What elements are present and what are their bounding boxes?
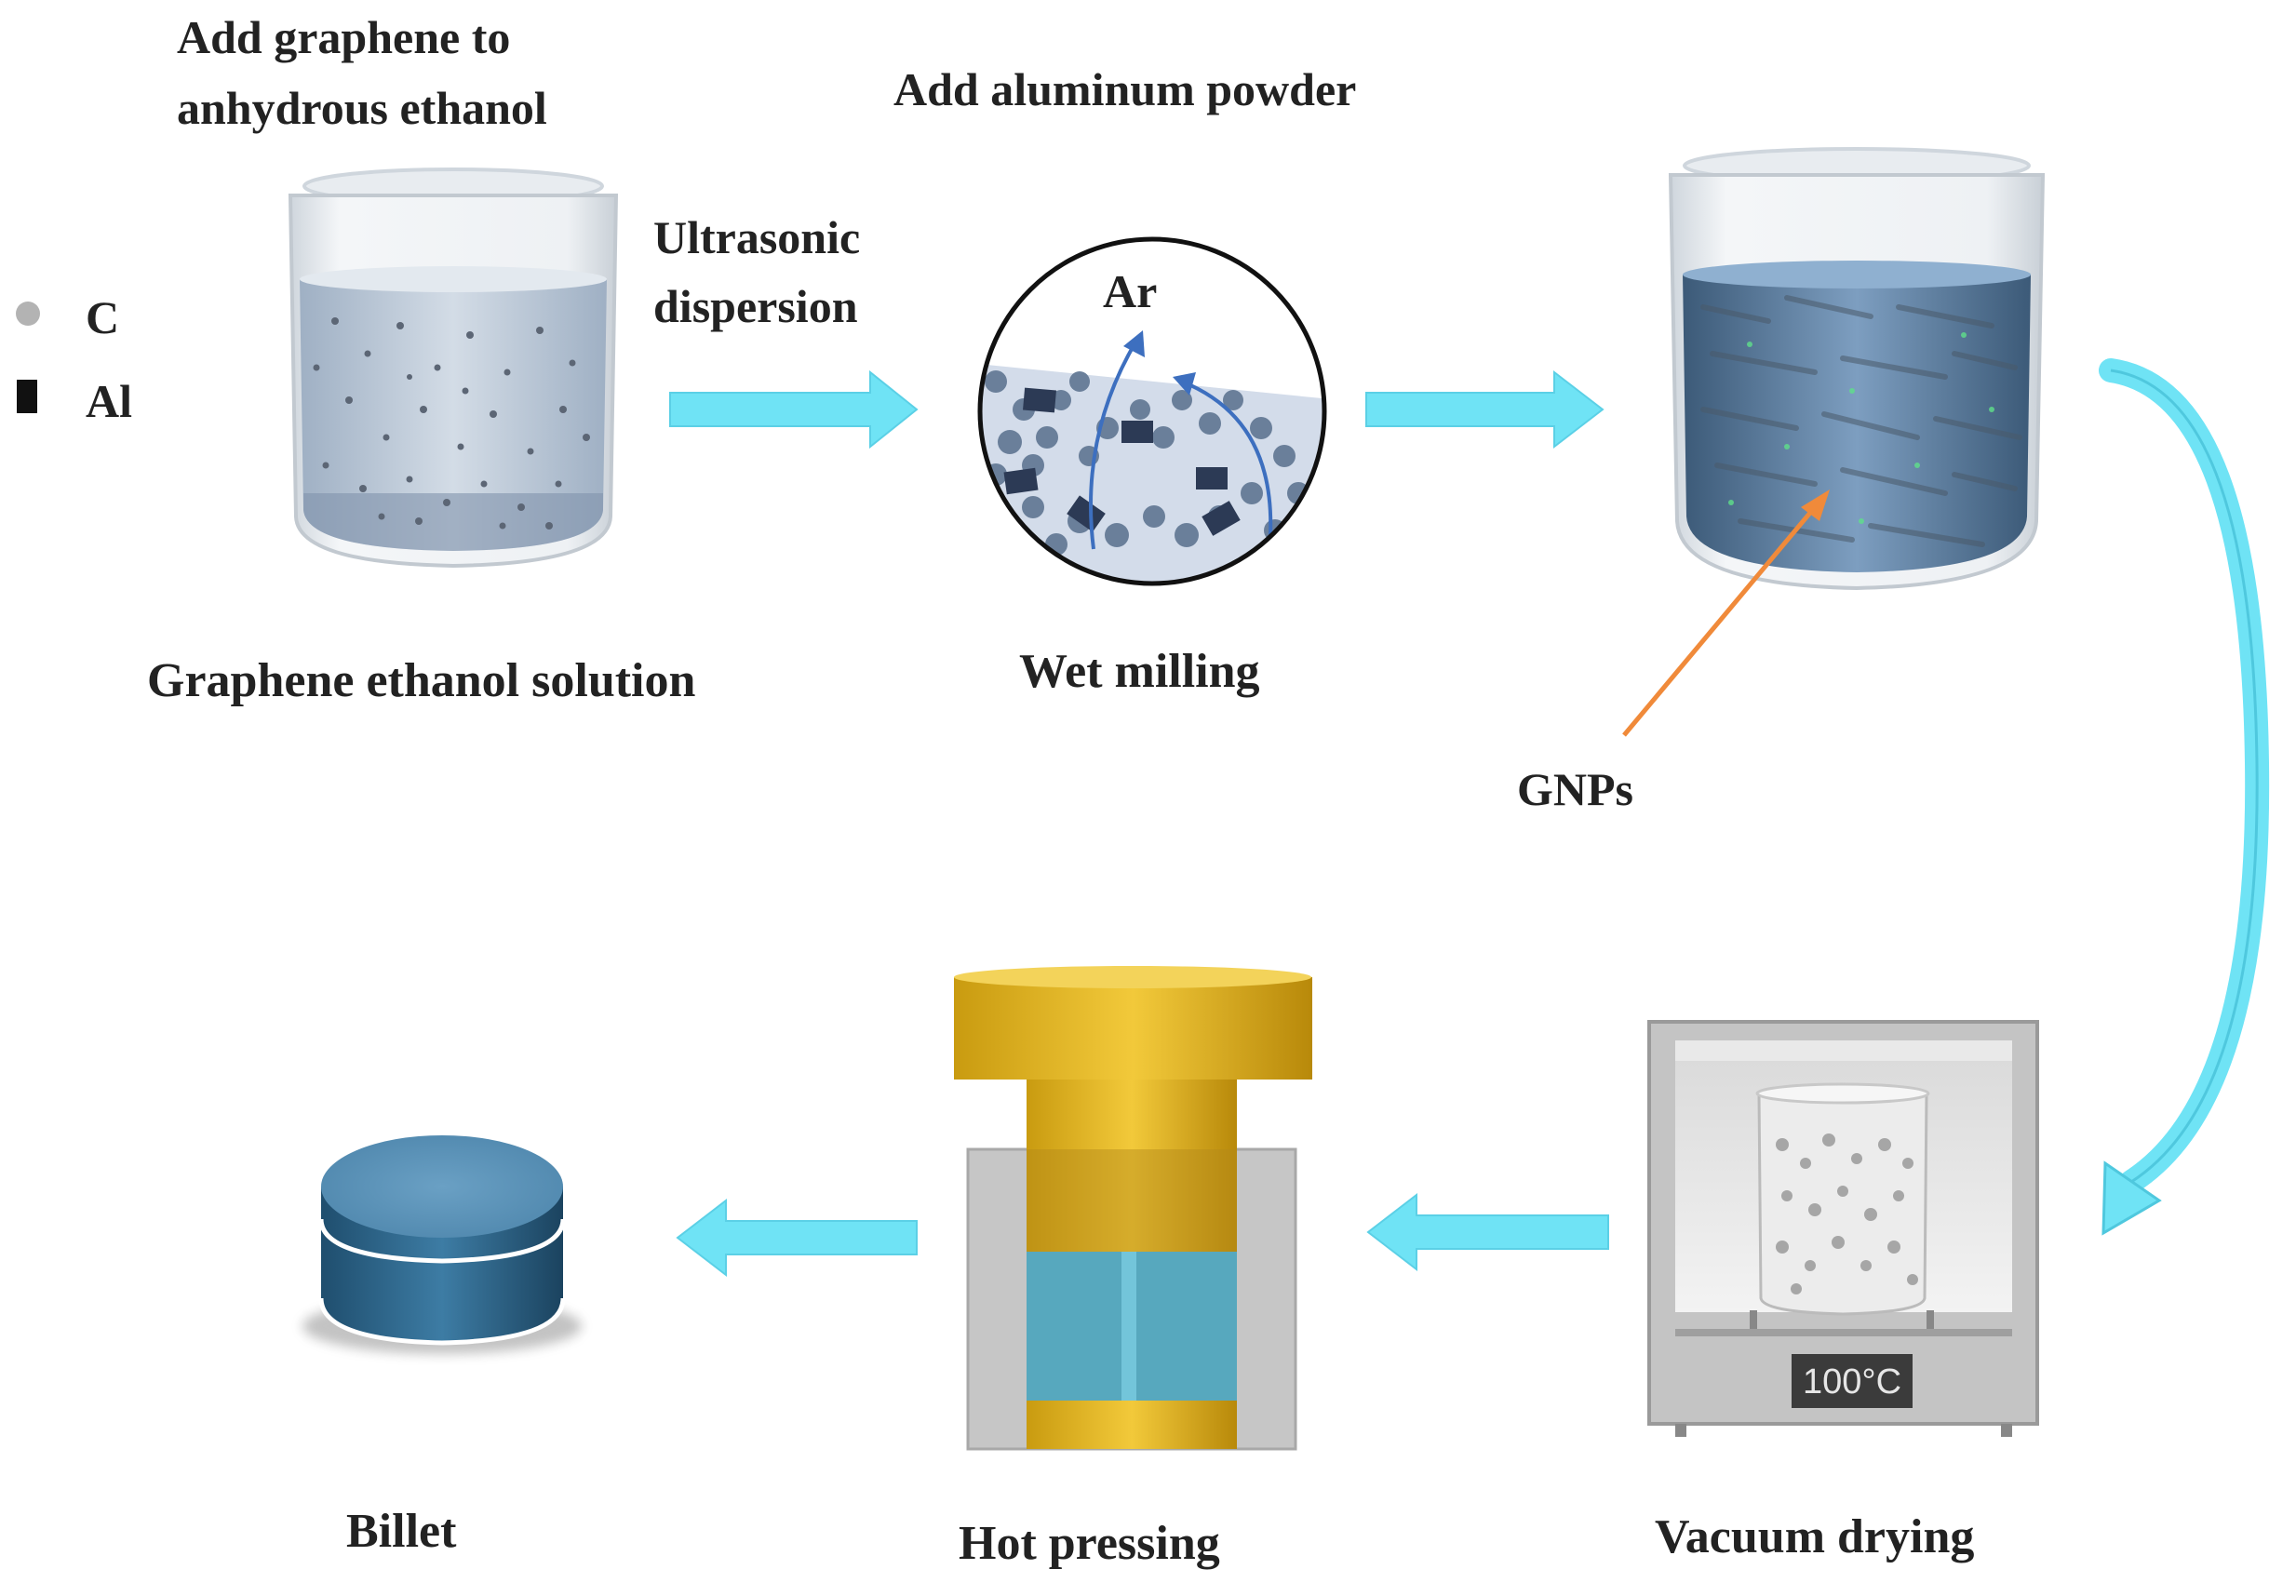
oven-temperature: 100°C [1803, 1362, 1901, 1402]
gnp-flakes [1700, 295, 2022, 547]
legend-aluminum-label: Al [86, 375, 132, 427]
legend-carbon-label: C [86, 291, 119, 343]
oven-display [1792, 1354, 1913, 1408]
aluminum-particles [1003, 387, 1241, 536]
vacuum-drying-label: Vacuum drying [1655, 1510, 1974, 1563]
ultrasonic-label-line2: dispersion [653, 280, 858, 332]
legend-aluminum-symbol [17, 380, 37, 413]
wet-milling-circle: Ar [977, 236, 1327, 586]
gnps-label: GNPs [1517, 763, 1633, 815]
argon-label: Ar [1103, 265, 1157, 317]
argon-flow-arrow-1 [1089, 341, 1137, 550]
billet-label: Billet [346, 1505, 457, 1558]
flow-arrow-3 [1366, 1192, 1609, 1272]
billet [302, 1135, 582, 1354]
graphene-solution-label: Graphene ethanol solution [147, 654, 695, 707]
graphene-ethanol-beaker [288, 168, 619, 569]
ultrasonic-label-line1: Ultrasonic [653, 211, 860, 263]
vacuum-oven: 100°C [1647, 1020, 2039, 1437]
argon-flow-arrow-2 [1181, 380, 1273, 536]
add-graphene-label-line2: anhydrous ethanol [177, 82, 547, 134]
flow-arrow-2 [1365, 369, 1605, 449]
flow-arrow-4 [676, 1198, 918, 1278]
wet-milling-label: Wet milling [1019, 645, 1260, 698]
hot-press [954, 966, 1312, 1451]
add-graphene-label-line1: Add graphene to [177, 11, 510, 63]
flow-arrow-1 [669, 369, 919, 449]
hot-pressing-label: Hot pressing [959, 1517, 1220, 1570]
gnps-mixture-beaker [1668, 147, 2046, 591]
carbon-particles [313, 317, 590, 530]
gnps-pointer-head [1801, 490, 1830, 521]
gnps-pointer-line [1622, 505, 1817, 737]
legend-carbon-symbol [16, 302, 40, 326]
curved-flow-arrow [2099, 358, 2270, 1236]
add-aluminum-label: Add aluminum powder [893, 63, 1356, 115]
legend: C Al [16, 291, 132, 427]
dried-powder-beaker [1755, 1082, 1930, 1316]
